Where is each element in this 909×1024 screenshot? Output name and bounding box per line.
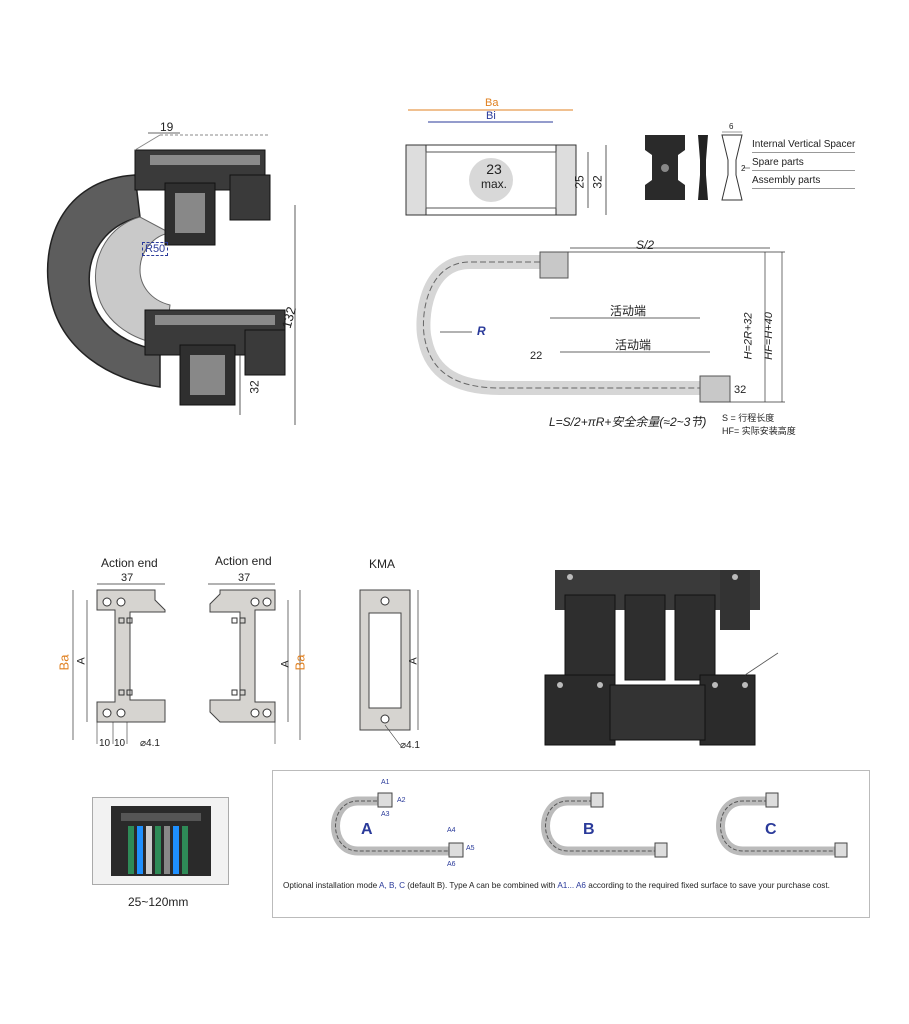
install-label-a: A <box>361 821 373 838</box>
a-mark-3: A3 <box>381 811 390 818</box>
max-label: max. <box>480 177 507 191</box>
dim-outer-width: Ba <box>485 97 499 109</box>
installation-modes-panel: A B C A1 A2 A3 A4 A5 A6 Optional install… <box>272 770 870 918</box>
chain-loop <box>416 255 710 395</box>
cable-photo <box>92 797 229 885</box>
dim-inner-height: 25 <box>572 175 587 189</box>
install-label-b: B <box>583 821 595 838</box>
bracket-3-drawing <box>359 589 419 746</box>
top-chain-links <box>134 134 271 246</box>
a-mark-1: A1 <box>381 779 390 786</box>
a-mark-6: A6 <box>447 861 456 868</box>
install-note-1: Optional installation mode <box>283 881 380 890</box>
install-mode-diagram <box>331 792 848 858</box>
dim-small-6: 6 <box>729 122 734 131</box>
half-stroke-label: S/2 <box>636 238 655 252</box>
a-mark-5: A5 <box>466 845 475 852</box>
cross-section-view <box>405 109 607 216</box>
travel-diagram <box>416 247 785 403</box>
dim-link-height-32: 32 <box>247 380 262 394</box>
install-note-abc: A, B, C <box>379 881 405 890</box>
part-spacer: Internal Vertical Spacer <box>752 139 856 153</box>
bracket-1-d2: 10 <box>114 738 126 749</box>
install-note-2: (default B). Type A can be combined with <box>404 881 558 890</box>
bracket-3-hole: ⌀4.1 <box>400 740 420 751</box>
dim-width-19: 19 <box>160 120 174 134</box>
bracket-3-title: KMA <box>369 557 396 571</box>
chain-3d-view <box>46 132 296 425</box>
length-formula: L=S/2+πR+安全余量(≈2~3节) <box>549 415 707 429</box>
photo-caption: 25~120mm <box>128 895 189 909</box>
bracket-1-title: Action end <box>101 556 158 570</box>
bottom-chain-links <box>144 309 286 406</box>
bracket-1-a: A <box>75 657 88 665</box>
dim-inner-width: Bi <box>486 110 496 122</box>
dim-outer-height: 32 <box>590 175 605 189</box>
install-formula: HF=H+40 <box>762 312 775 360</box>
bracket-1-hole: ⌀4.1 <box>140 738 160 749</box>
a-mark-2: A2 <box>397 797 406 804</box>
parts-list: Internal Vertical Spacer Spare parts Ass… <box>752 139 856 189</box>
install-note-3: according to the required fixed surface … <box>586 881 830 890</box>
legend-stroke: S = 行程长度 <box>722 413 775 423</box>
radius-label: R <box>477 324 486 338</box>
bracket-1-ba: Ba <box>56 654 72 671</box>
moving-end-1: 活动端 <box>610 304 647 318</box>
bracket-3-a: A <box>407 657 420 665</box>
spacer-part-icon <box>645 131 750 201</box>
cable-photo-icon <box>111 806 211 876</box>
install-note-a: A1... A6 <box>557 881 586 890</box>
height-formula: H=2R+32 <box>742 312 755 360</box>
bracket-3d-view <box>544 570 779 746</box>
bracket-2-a: A <box>279 660 292 668</box>
dim-tick-2: 2 <box>741 164 746 173</box>
bracket-1-drawing <box>72 583 166 744</box>
max-value: 23 <box>486 161 502 177</box>
install-label-c: C <box>765 821 777 838</box>
a-mark-4: A4 <box>447 827 456 834</box>
moving-end-2: 活动端 <box>615 338 652 352</box>
bracket-2-title: Action end <box>215 554 272 568</box>
end-height-label: 32 <box>734 384 747 396</box>
part-assembly: Assembly parts <box>752 175 856 189</box>
pitch-label: 22 <box>530 350 543 362</box>
bracket-1-width: 37 <box>121 572 134 584</box>
legend-install-height: HF= 实际安装高度 <box>722 426 796 436</box>
dim-radius-r50: R50 <box>142 242 169 256</box>
part-spare: Spare parts <box>752 157 856 171</box>
bracket-2-width: 37 <box>238 572 251 584</box>
bracket-1-d1: 10 <box>99 738 111 749</box>
install-note: Optional installation mode A, B, C (defa… <box>283 881 859 890</box>
bracket-2-drawing <box>208 583 301 744</box>
bracket-2-ba: Ba <box>292 654 308 671</box>
max-badge: 23 max. <box>471 162 517 192</box>
